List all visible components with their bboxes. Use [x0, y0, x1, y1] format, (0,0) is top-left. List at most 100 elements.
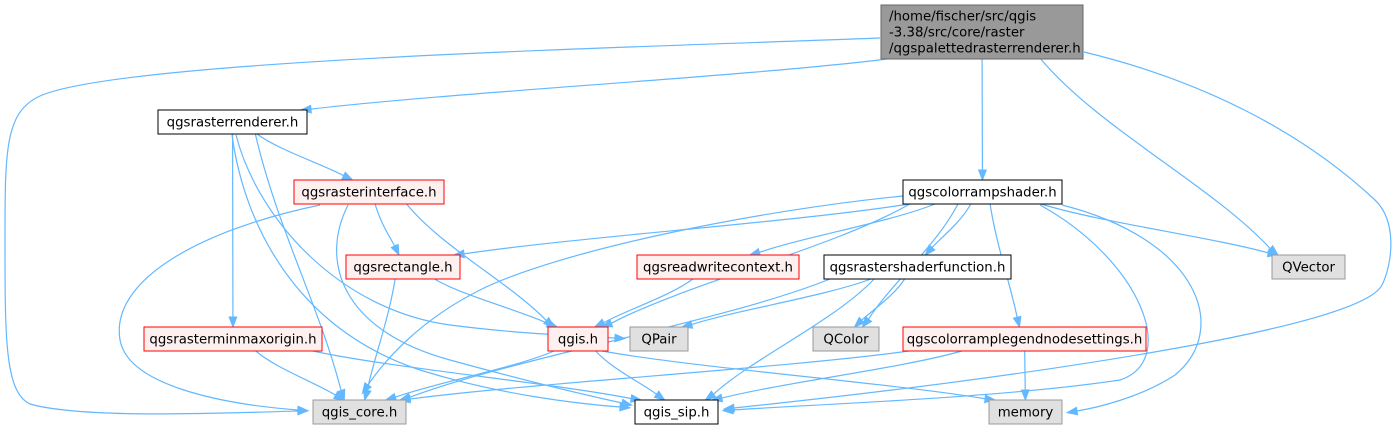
edge-qgsrasterinterface-to-qgis_core	[118, 204, 321, 411]
edge-root-to-qgis_core	[4, 37, 881, 415]
node-qcolor-box	[812, 326, 880, 352]
edge-qgsrastershaderfunction-to-qgis_sip-arrowhead	[704, 390, 717, 401]
node-root-box	[880, 4, 1084, 60]
edge-qgsrasterminmaxorigin-to-qgis_sip	[312, 350, 632, 400]
node-qgis_sip[interactable]: qgis_sip.h	[634, 399, 719, 425]
node-qgsreadwritecontext-label: qgsreadwritecontext.h	[643, 261, 793, 276]
edge-qgsrasterrenderer-to-qpair	[235, 134, 616, 339]
edge-layer	[4, 37, 1392, 416]
node-qgsrasterrenderer-label: qgsrasterrenderer.h	[167, 116, 299, 131]
node-qpair[interactable]: QPair	[629, 326, 689, 352]
node-qgscolorrampshader-box	[902, 179, 1063, 205]
node-qvector-label: QVector	[1282, 261, 1335, 276]
node-qgsrectangle-box	[345, 254, 461, 280]
node-root-label: /home/fischer/src/qgis	[889, 10, 1036, 25]
edge-qgsrastershaderfunction-to-qcolor-arrowhead	[853, 316, 866, 328]
edge-qgsrasterrenderer-to-qgsrasterminmaxorigin-arrowhead	[228, 316, 238, 329]
edge-qgscolorrampshader-to-qgis_core-arrowhead	[361, 382, 373, 395]
edge-qgscolorrampshader-to-qgsrastershaderfunction	[931, 203, 972, 248]
node-layer: /home/fischer/src/qgis-3.38/src/core/ras…	[143, 4, 1346, 425]
node-qgsrasterminmaxorigin[interactable]: qgsrasterminmaxorigin.h	[143, 326, 323, 352]
edge-qgsrasterrenderer-to-qgsrasterinterface-arrowhead	[341, 171, 354, 181]
edge-qgsrasterinterface-to-qgis_sip-arrowhead	[620, 398, 634, 408]
edge-qgsrasterinterface-to-qgsrectangle-arrowhead	[390, 243, 400, 257]
edge-qgscolorrampshader-to-qgscolorramplegendnodesettings-arrowhead	[1012, 315, 1022, 329]
edge-qgsrasterrenderer-to-qpair-arrowhead	[614, 333, 627, 343]
edge-qgsrasterinterface-to-qgsrectangle	[374, 203, 396, 247]
node-root[interactable]: /home/fischer/src/qgis-3.38/src/core/ras…	[880, 4, 1084, 60]
node-root-label: /qgspalettedrasterrenderer.h	[889, 42, 1081, 57]
node-qgis_core-box	[312, 399, 407, 425]
edge-qgsrectangle-to-qgis_core	[366, 278, 396, 391]
node-memory-label: memory	[998, 406, 1054, 421]
node-qcolor-label: QColor	[823, 333, 869, 348]
edge-qgscolorrampshader-to-memory	[1061, 204, 1202, 412]
edge-qgscolorramplegendnodesettings-to-memory	[1024, 350, 1026, 391]
node-qgsrasterinterface-label: qgsrasterinterface.h	[301, 186, 436, 201]
edge-qgscolorrampshader-to-qgsrectangle	[463, 203, 910, 255]
node-qgsrastershaderfunction-box	[823, 254, 1012, 280]
edge-qgsrasterinterface-to-qgis_core-arrowhead	[297, 405, 310, 415]
node-qgis_core-label: qgis_core.h	[322, 406, 398, 421]
edge-qgsrasterinterface-to-qgis_sip	[336, 204, 623, 404]
edge-qgscolorrampshader-to-qgis_sip	[732, 204, 1149, 411]
node-qgis_sip-box	[634, 399, 719, 425]
edge-qgsrectangle-to-qgis	[434, 278, 548, 324]
node-qgsrasterminmaxorigin-label: qgsrasterminmaxorigin.h	[149, 333, 316, 348]
edge-qgscolorrampshader-to-qgsreadwritecontext	[759, 203, 936, 253]
edge-root-to-qvector	[1040, 58, 1271, 250]
edge-qgscolorrampshader-to-memory-arrowhead	[1065, 406, 1079, 416]
edge-qgis-to-memory	[601, 350, 986, 400]
node-qgis-label: qgis.h	[558, 333, 598, 348]
node-memory-box	[988, 399, 1063, 425]
edge-qgscolorrampshader-to-qgis_sip-arrowhead	[721, 405, 734, 415]
node-qgsrasterinterface[interactable]: qgsrasterinterface.h	[293, 179, 445, 205]
edge-qgscolorramplegendnodesettings-to-qgis_core	[409, 350, 910, 400]
edge-qgsrastershaderfunction-to-qpair	[691, 278, 872, 326]
edge-qgsrasterinterface-to-qgis	[406, 203, 547, 322]
node-qgscolorramplegendnodesettings[interactable]: qgscolorramplegendnodesettings.h	[902, 326, 1147, 352]
node-qgis_sip-label: qgis_sip.h	[644, 406, 710, 421]
edge-qgis-to-qgis_sip	[595, 350, 657, 395]
node-qcolor[interactable]: QColor	[812, 326, 880, 352]
node-qgsrasterminmaxorigin-box	[143, 326, 323, 352]
node-qgsrasterrenderer-box	[157, 109, 308, 135]
edge-qgsrasterrenderer-to-qgsrasterinterface	[256, 133, 344, 177]
node-qgsrasterrenderer[interactable]: qgsrasterrenderer.h	[157, 109, 308, 135]
edge-root-to-qgscolorrampshader-arrowhead	[977, 169, 987, 182]
node-qvector-box	[1271, 254, 1346, 280]
node-qgsreadwritecontext[interactable]: qgsreadwritecontext.h	[636, 254, 800, 280]
edge-qgsreadwritecontext-to-qgis	[603, 278, 694, 324]
node-qgis[interactable]: qgis.h	[547, 326, 609, 352]
node-qgsrastershaderfunction-label: qgsrastershaderfunction.h	[830, 261, 1006, 276]
edge-qgsrasterminmaxorigin-to-qgis_core	[255, 350, 336, 396]
edge-qgscolorrampshader-to-qgsrastershaderfunction-arrowhead	[924, 244, 936, 257]
node-qgsrectangle-label: qgsrectangle.h	[353, 261, 452, 276]
edge-qgscolorramplegendnodesettings-to-qgis_sip	[721, 350, 963, 399]
node-qpair-label: QPair	[641, 333, 677, 348]
edge-qgsrastershaderfunction-to-qgis_sip	[713, 278, 875, 395]
edge-qgscolorramplegendnodesettings-to-memory-arrowhead	[1020, 389, 1030, 402]
node-qgsrastershaderfunction[interactable]: qgsrastershaderfunction.h	[823, 254, 1012, 280]
node-memory[interactable]: memory	[988, 399, 1063, 425]
edge-qgscolorrampshader-to-qvector	[1041, 203, 1269, 254]
node-qgsrasterinterface-box	[293, 179, 445, 205]
node-qgscolorramplegendnodesettings-label: qgscolorramplegendnodesettings.h	[907, 333, 1143, 348]
edge-qgscolorrampshader-to-qgis_core	[367, 195, 904, 386]
edge-root-to-qgsrasterrenderer	[310, 58, 888, 110]
node-qgscolorrampshader-label: qgscolorrampshader.h	[908, 186, 1056, 201]
node-qgis_core[interactable]: qgis_core.h	[312, 399, 407, 425]
node-qgsrectangle[interactable]: qgsrectangle.h	[345, 254, 461, 280]
node-qgscolorramplegendnodesettings-box	[902, 326, 1147, 352]
edge-qgis-to-qgis_sip-arrowhead	[653, 390, 666, 401]
node-qvector[interactable]: QVector	[1271, 254, 1346, 280]
node-qgscolorrampshader[interactable]: qgscolorrampshader.h	[902, 179, 1063, 205]
edge-root-to-qgis_sip	[733, 51, 1392, 409]
edge-qgsrasterrenderer-to-qgis_sip	[231, 134, 621, 408]
edge-qgis-to-qgis_core	[395, 350, 555, 398]
edge-qgsrasterrenderer-to-qgis_core	[254, 133, 342, 391]
edge-qgsrasterminmaxorigin-to-qgis_core-arrowhead	[332, 390, 346, 401]
node-root-label: -3.38/src/core/raster	[889, 26, 1025, 41]
node-qgsreadwritecontext-box	[636, 254, 800, 280]
